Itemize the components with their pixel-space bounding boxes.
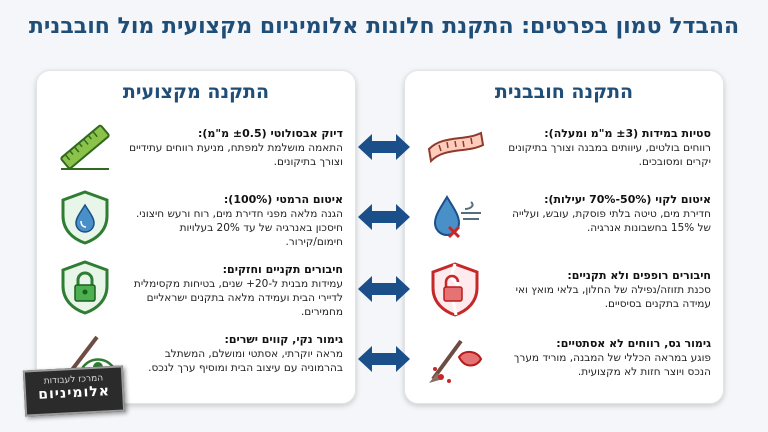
double-arrow-icon (358, 276, 410, 302)
company-logo: המרכז לעבודות אלומיניום (22, 365, 126, 417)
broken-shield-icon (431, 262, 479, 317)
double-arrow-icon (358, 134, 410, 160)
item-title: גימור נקי, קווים ישרים: (224, 333, 343, 346)
item-text: סכנת תזוזה/נפילה של החלון, בלאי מואץ ואי… (515, 284, 711, 310)
item-title: גימור גס, רווחים לא אסתטיים: (556, 337, 711, 350)
item-text: פוגע במראה הכללי של המבנה, מוריד מערך הנ… (513, 352, 711, 378)
item-title: דיוק אבסולוטי (±0.5 מ"מ): (197, 127, 343, 140)
amateur-item-sealing: איטום לקוי (50%-70% יעילות): חדירת מים, … (496, 193, 711, 235)
bent-ruler-icon (427, 131, 485, 164)
amateur-item-deviation: סטיות במידות (±3 מ"מ ומעלה): רווחים בולט… (496, 127, 711, 169)
amateur-item-finish: גימור גס, רווחים לא אסתטיים: פוגע במראה … (496, 337, 711, 379)
professional-heading: התקנה מקצועית (122, 81, 270, 103)
ruler-icon (60, 124, 110, 170)
item-title: חיבורים תקניים וחזקים: (222, 263, 343, 276)
item-text: הגנה מלאה מפני חדירת מים, רוח ורעש חיצונ… (135, 208, 343, 248)
shield-water-icon (61, 190, 109, 245)
item-title: איטום הרמטי (100%): (223, 193, 343, 206)
item-text: חדירת מים, טיטה בלתי פוסקת, עובש, ועלייה… (512, 208, 711, 234)
item-text: רווחים בולטים, עיוותים במבנה וצורך בתיקו… (508, 142, 711, 168)
amateur-panel: התקנה חובבנית סטיות במידות (±3 מ"מ ומעלה… (404, 70, 724, 404)
professional-item-connections: חיבורים תקניים וחזקים: עמידות מבנית ל-20… (128, 263, 343, 319)
item-text: מראה יוקרתי, אסתטי ומושלם, המשתלב בהרמונ… (148, 348, 343, 374)
professional-item-sealing: איטום הרמטי (100%): הגנה מלאה מפני חדירת… (128, 193, 343, 249)
item-text: עמידות מבנית ל-20+ שנים, בטיחות מקסימלית… (133, 278, 343, 318)
item-title: סטיות במידות (±3 מ"מ ומעלה): (544, 127, 711, 140)
messy-brush-icon (429, 339, 483, 383)
shield-lock-icon (61, 260, 109, 315)
double-arrow-icon (358, 346, 410, 372)
item-title: איטום לקוי (50%-70% יעילות): (544, 193, 711, 206)
professional-item-finish: גימור נקי, קווים ישרים: מראה יוקרתי, אסת… (128, 333, 343, 375)
item-title: חיבורים רופפים ולא תקניים: (567, 269, 711, 282)
leaking-drop-icon (433, 195, 481, 239)
item-text: התאמה מושלמת למפתח, מניעת רווחים עתידיים… (129, 142, 343, 168)
double-arrow-icon (358, 204, 410, 230)
professional-item-precision: דיוק אבסולוטי (±0.5 מ"מ): התאמה מושלמת ל… (128, 127, 343, 169)
amateur-item-connections: חיבורים רופפים ולא תקניים: סכנת תזוזה/נפ… (496, 269, 711, 311)
amateur-heading: התקנה חובבנית (494, 81, 634, 103)
professional-panel: התקנה מקצועית דיוק אבסולוטי (±0.5 מ"מ): … (36, 70, 356, 404)
page-title: ההבדל טמון בפרטים: התקנת חלונות אלומיניו… (28, 14, 740, 39)
